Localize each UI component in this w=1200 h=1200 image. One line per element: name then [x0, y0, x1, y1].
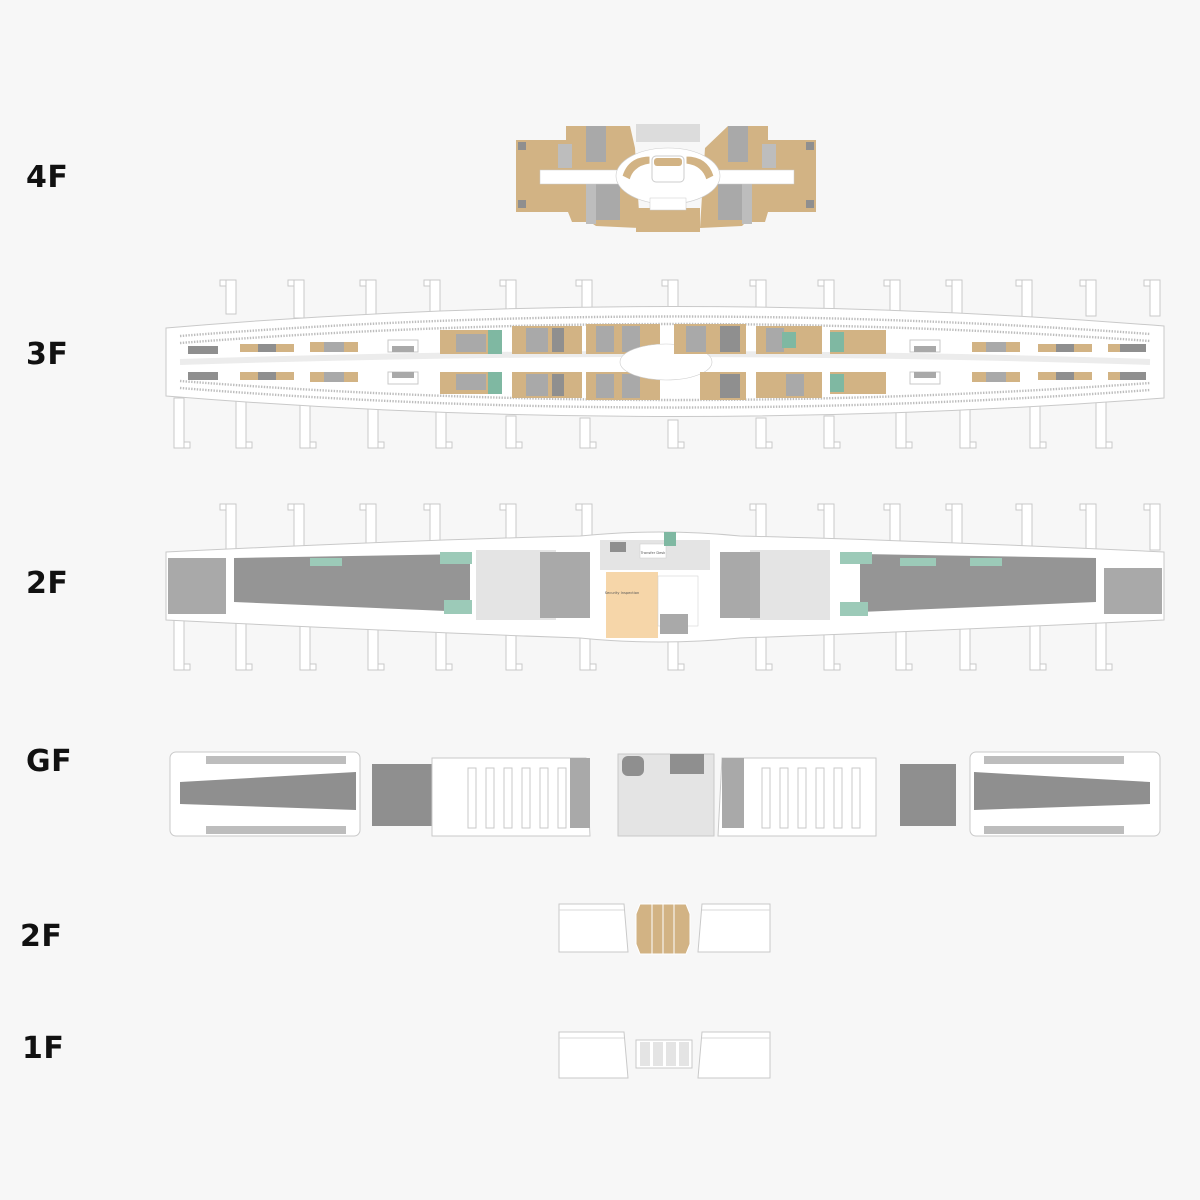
transfer-desk-text: Transfer Desk — [640, 551, 666, 555]
floor-label-4f[interactable]: 4F — [26, 160, 69, 195]
floor-label-gf[interactable]: GF — [26, 744, 73, 779]
floor-label-3f[interactable]: 3F — [26, 337, 69, 372]
floor-label-2f[interactable]: 2F — [26, 566, 69, 601]
floor-map-1f[interactable] — [556, 1028, 774, 1082]
floor-label-1f[interactable]: 1F — [22, 1031, 65, 1066]
security-text: Security Inspection — [605, 591, 639, 595]
floor-map-gf[interactable] — [166, 748, 1166, 840]
floor-label-2f-lower[interactable]: 2F — [20, 919, 63, 954]
floor-map-4f[interactable] — [510, 118, 825, 240]
floor-map-2f[interactable]: Transfer Desk Security Inspection — [160, 500, 1170, 676]
floor-map-3f[interactable] — [160, 276, 1170, 454]
floor-map-2f-lower[interactable] — [556, 900, 774, 956]
